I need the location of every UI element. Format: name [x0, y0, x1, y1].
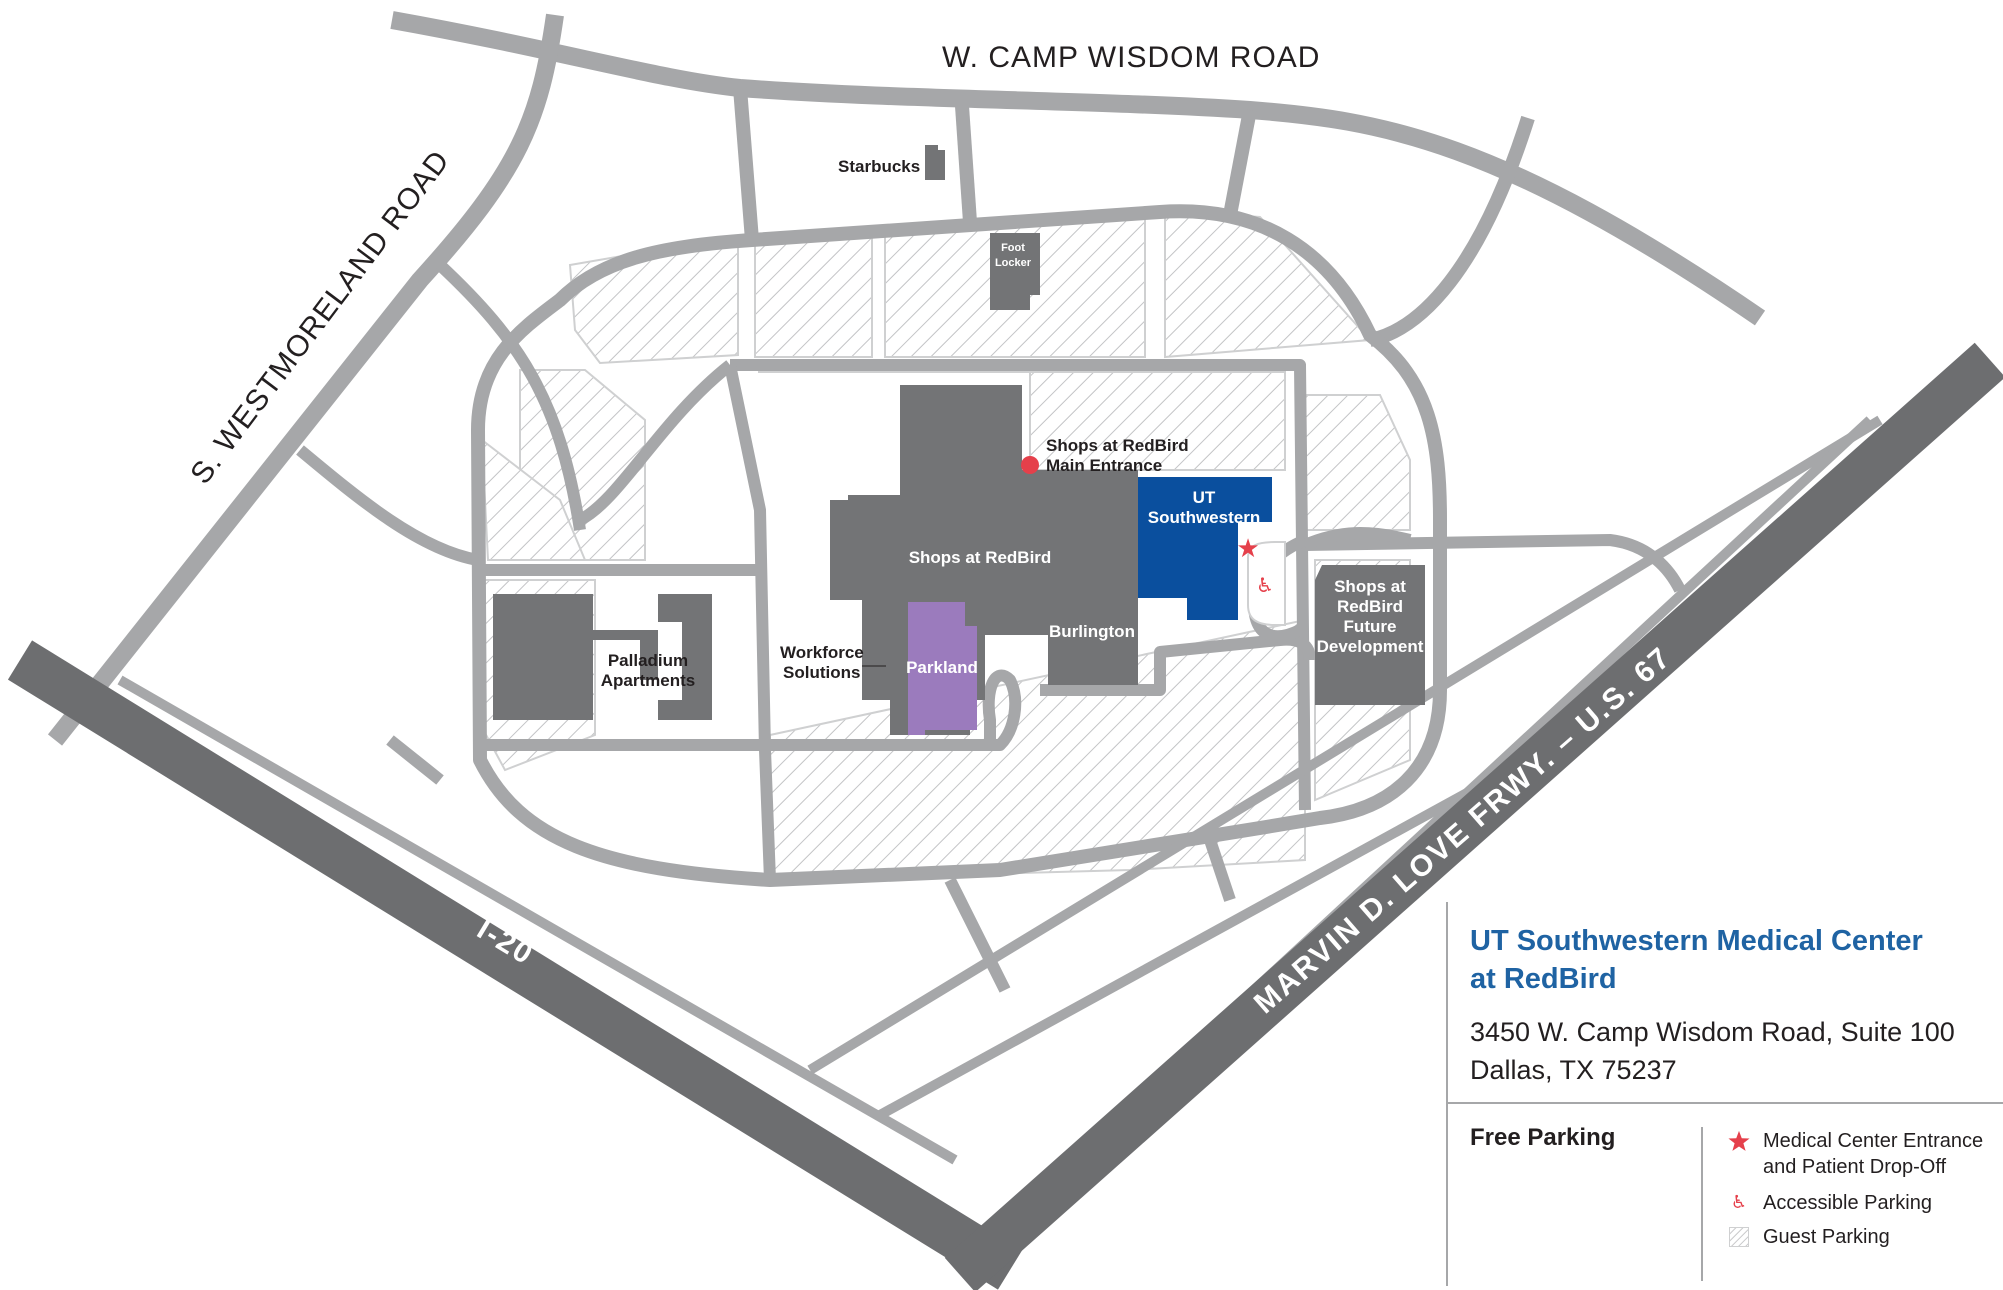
wheelchair-icon: ♿	[1256, 573, 1274, 597]
road-connector-2	[955, 105, 977, 223]
road-ring	[471, 204, 1447, 887]
road-westmoreland	[47, 13, 564, 746]
road-inner-west	[577, 360, 776, 881]
building-future-development	[1315, 565, 1425, 705]
road-connector-1	[733, 87, 759, 241]
road-drive-south	[478, 669, 1022, 751]
star-icon: ★	[1236, 534, 1259, 564]
hatch-swatch-icon	[1727, 1224, 1751, 1250]
highway-i20	[7, 640, 1023, 1290]
parking-lot-west-lower	[480, 437, 587, 561]
info-title: UT Southwestern Medical Center at RedBir…	[1470, 925, 1923, 995]
label-shops-main-entrance-2: Main Entrance	[1046, 456, 1162, 475]
label-shops-main-entrance-1: Shops at RedBird	[1046, 436, 1189, 455]
roads	[47, 11, 1883, 1229]
road-south-2	[1204, 838, 1236, 902]
road-drive-mid	[1040, 633, 1316, 696]
legend-guest-label: Guest Parking	[1763, 1226, 1890, 1248]
info-panel: UT Southwestern Medical Center at RedBir…	[1446, 902, 2003, 1286]
label-camp-wisdom: W. CAMP WISDOM ROAD	[942, 41, 1320, 74]
road-drive-west-diag	[435, 260, 586, 531]
road-i20-frontage	[117, 675, 958, 1165]
road-camp-wisdom	[390, 11, 1766, 326]
road-south-frontage-1	[807, 415, 1883, 1075]
label-workforce-2: Solutions	[783, 663, 860, 682]
road-connector-4	[1368, 115, 1535, 347]
building-parkland	[908, 602, 977, 735]
road-connector-3	[1223, 108, 1257, 217]
building-starbucks	[925, 145, 945, 180]
road-drive-west-diag2	[296, 445, 480, 566]
building-foot-locker	[990, 233, 1040, 310]
building-palladium-link	[593, 630, 640, 640]
road-south-1	[944, 877, 1011, 993]
legend-guest: Guest Parking	[1727, 1224, 1890, 1250]
label-shops-redbird: Shops at RedBird	[909, 548, 1052, 567]
label-future-2: RedBird	[1337, 597, 1403, 616]
label-workforce-1: Workforce	[780, 643, 864, 662]
label-future-4: Development	[1317, 637, 1424, 656]
building-shops-redbird	[830, 385, 1138, 735]
label-westmoreland: S. WESTMORELAND ROAD	[184, 144, 456, 490]
legend-accessible: ♿ Accessible Parking	[1727, 1190, 1932, 1216]
parking-lot-north-1	[754, 226, 873, 358]
label-palladium-2: Apartments	[601, 671, 695, 690]
label-burlington: Burlington	[1049, 622, 1135, 641]
highways	[7, 342, 2003, 1290]
label-starbucks: Starbucks	[838, 157, 920, 176]
star-icon	[1727, 1128, 1751, 1154]
building-ut-southwestern	[1138, 477, 1272, 620]
legend-accessible-label: Accessible Parking	[1763, 1192, 1932, 1214]
dot-marker-icon	[1021, 456, 1039, 474]
label-future-1: Shops at	[1334, 577, 1406, 596]
label-future-3: Future	[1344, 617, 1397, 636]
building-palladium-west	[493, 594, 593, 720]
parking-lot-center-north	[758, 371, 1286, 471]
road-east-2	[1302, 527, 1412, 551]
label-ut-2: Southwestern	[1148, 508, 1260, 527]
info-divider	[1448, 1102, 2003, 1104]
legend-divider	[1701, 1127, 1703, 1281]
building-palladium-east	[640, 594, 712, 720]
address-line-1: 3450 W. Camp Wisdom Road, Suite 100	[1470, 1017, 1955, 1047]
label-parkland: Parkland	[906, 658, 978, 677]
legend-entrance-label: Medical Center Entrance and Patient Drop…	[1763, 1130, 1984, 1178]
buildings	[493, 145, 1425, 735]
label-ut-1: UT	[1193, 488, 1216, 507]
label-palladium-1: Palladium	[608, 651, 688, 670]
highway-us67	[944, 342, 2003, 1290]
road-inner-ring	[730, 359, 1311, 811]
accessible-parking-area: ♿	[1247, 541, 1286, 626]
legend-entrance: Medical Center Entrance and Patient Drop…	[1727, 1128, 1983, 1180]
label-foot-locker-2: Locker	[995, 257, 1032, 269]
wheelchair-icon: ♿	[1730, 1192, 1748, 1213]
address-line-2: Dallas, TX 75237	[1470, 1055, 1677, 1085]
free-parking-heading: Free Parking	[1470, 1124, 1616, 1151]
parking-lot-east	[1299, 394, 1411, 531]
label-foot-locker-1: Foot	[1001, 242, 1025, 254]
road-drive-west-diag3	[386, 735, 444, 785]
